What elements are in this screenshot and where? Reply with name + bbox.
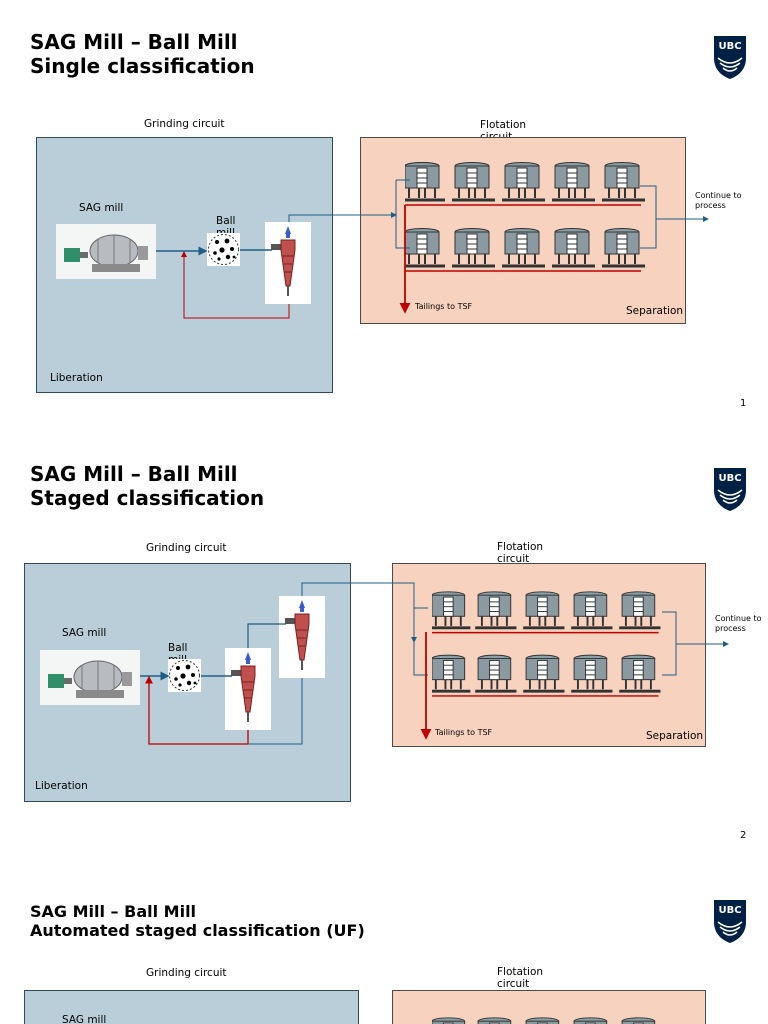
slide-1: SAG Mill – Ball Mill Single classificati…: [0, 0, 768, 420]
flow-lines: [156, 179, 709, 319]
grinding-circuit-label: Grinding circuit: [144, 118, 225, 130]
flotation-bank: [405, 161, 647, 272]
flotation-circuit-label: Flotation circuit: [497, 966, 544, 990]
page-number: 1: [740, 398, 747, 409]
page-number: 2: [740, 830, 747, 841]
grinding-circuit-box: [24, 990, 359, 1024]
flotation-bank: [432, 1016, 662, 1024]
sag-mill-icon: [40, 650, 140, 705]
ubc-crest-icon: UBC: [714, 36, 746, 79]
tailings-label: Tailings to TSF: [415, 302, 473, 311]
slide-title: SAG Mill – Ball Mill Staged classificati…: [30, 462, 265, 510]
svg-text:UBC: UBC: [718, 41, 741, 52]
grinding-circuit-label: Grinding circuit: [146, 967, 227, 979]
flow-lines: [140, 582, 729, 745]
sag-mill-icon: [56, 224, 156, 279]
flotation-bank: [432, 590, 662, 697]
hydrocyclone-icon: [279, 596, 325, 678]
svg-text:UBC: UBC: [718, 473, 741, 484]
ball-mill-icon: [207, 233, 240, 266]
separation-label: Separation: [646, 730, 704, 742]
ball-mill-icon: [168, 659, 201, 692]
slide-title: SAG Mill – Ball Mill Single classificati…: [30, 30, 255, 78]
slide-3: SAG Mill – Ball Mill Automated staged cl…: [0, 864, 768, 1024]
sag-mill-label: SAG mill: [62, 627, 107, 639]
ubc-crest-icon: UBC: [714, 900, 746, 943]
sag-mill-label: SAG mill: [62, 1014, 107, 1024]
hydrocyclone-icon: [225, 648, 271, 730]
ubc-crest-icon: UBC: [714, 468, 746, 511]
liberation-label: Liberation: [50, 372, 103, 384]
continue-to-process-label: Continue to process: [715, 614, 762, 633]
separation-label: Separation: [626, 305, 684, 317]
liberation-label: Liberation: [35, 780, 88, 792]
svg-text:UBC: UBC: [718, 905, 741, 916]
flotation-circuit-label: Flotation circuit: [497, 541, 544, 565]
slide-2: SAG Mill – Ball Mill Staged classificati…: [0, 432, 768, 852]
sag-mill-label: SAG mill: [79, 202, 124, 214]
tailings-label: Tailings to TSF: [435, 728, 493, 737]
slide-title: SAG Mill – Ball Mill Automated staged cl…: [30, 902, 365, 941]
grinding-circuit-label: Grinding circuit: [146, 542, 227, 554]
hydrocyclone-icon: [265, 222, 311, 304]
continue-to-process-label: Continue to process: [695, 191, 742, 210]
